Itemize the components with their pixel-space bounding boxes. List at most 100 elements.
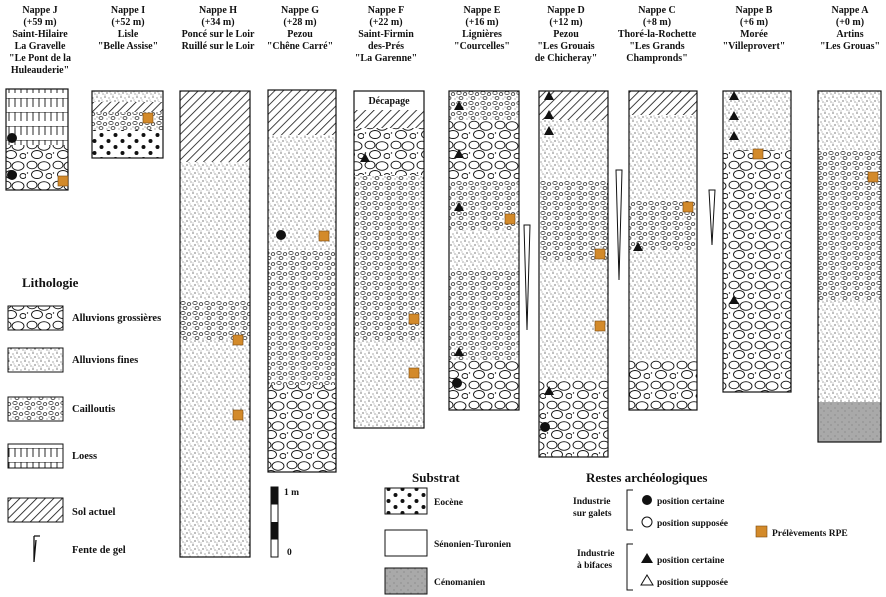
layer-h-1: [180, 162, 250, 557]
pebble-certain-marker: [276, 230, 286, 240]
biface-certain-marker: [633, 242, 643, 251]
rpe-sample-marker: [318, 230, 330, 242]
pebble-certain-marker: [7, 133, 17, 143]
frost-wedge-marker: [708, 189, 716, 246]
column-header-d-line-2: Pezou: [553, 29, 579, 40]
pebble-certain-marker: [540, 422, 550, 432]
column-header-b-line-0: Nappe B: [736, 5, 773, 16]
column-header-j-line-2: Saint-Hilaire: [12, 29, 68, 40]
column-header-e-line-3: "Courcelles": [454, 41, 510, 52]
layer-i-3: [92, 130, 163, 158]
legend-swatch-soil: [7, 497, 64, 523]
column-j: [5, 88, 69, 191]
group2-bracket: [626, 543, 633, 591]
frost-wedge-marker: [615, 169, 623, 281]
biface-industry-label-2: à bifaces: [577, 561, 612, 571]
rpe-sample-marker: [232, 409, 244, 421]
column-header-i-line-3: "Belle Assise": [98, 41, 158, 52]
column-header-a-line-1: (+0 m): [836, 17, 864, 28]
column-header-i-line-2: Lisle: [118, 29, 139, 40]
layer-g-3: [268, 385, 336, 472]
layer-f-4: [354, 340, 424, 428]
legend-swatch-fine: [7, 347, 64, 373]
column-header-d-line-4: de Chicheray": [535, 53, 598, 64]
layer-i-1: [92, 102, 163, 112]
column-outline-j: [5, 88, 69, 191]
column-e: [448, 90, 520, 411]
layer-b-1: [723, 150, 791, 392]
column-header-j-line-0: Nappe J: [22, 5, 57, 16]
rpe-sample-marker: [594, 248, 606, 260]
legend-label-coarse: Alluvions grossières: [72, 313, 161, 324]
biface-certain-marker: [729, 295, 739, 304]
column-outline-i: [91, 90, 164, 159]
column-header-g-line-3: "Chêne Carré": [267, 41, 333, 52]
column-header-h-line-3: Ruillé sur le Loir: [182, 41, 255, 52]
legend-label-loess: Loess: [72, 451, 97, 462]
column-header-b-line-3: "Villeprovert": [723, 41, 786, 52]
layer-f-3: [354, 175, 424, 340]
column-header-j-line-4: "Le Pont de la: [9, 53, 71, 64]
column-header-h-line-0: Nappe H: [199, 5, 237, 16]
column-header-c-line-4: Champronds": [626, 53, 688, 64]
column-header-j-line-5: Huleauderie": [11, 65, 69, 76]
column-header-f-line-4: "La Garenne": [355, 53, 417, 64]
rpe-sample-marker: [142, 112, 154, 124]
column-b: [722, 90, 792, 393]
column-header-j-line-3: La Gravelle: [15, 41, 66, 52]
column-header-c-line-1: (+8 m): [643, 17, 671, 28]
rpe-sample-marker: [682, 201, 694, 213]
legend-label-cenomanien: Cénomanien: [434, 578, 486, 588]
rpe-sample-marker: [57, 175, 69, 187]
column-a: [817, 90, 882, 443]
pebble-supposed-label: position supposée: [657, 519, 728, 529]
frost-wedge-marker: [523, 224, 531, 331]
column-header-d-line-3: "Les Grouais: [537, 41, 594, 52]
biface-industry-label-1: Industrie: [577, 549, 614, 559]
column-outline-f: [353, 90, 425, 429]
layer-e-2: [449, 230, 519, 270]
stratigraphic-columns: Décapage: [5, 88, 882, 558]
column-header-a-line-2: Artins: [836, 29, 863, 40]
column-header-c-line-2: Thoré-la-Rochette: [618, 29, 697, 40]
column-header-h-line-1: (+34 m): [201, 17, 234, 28]
biface-certain-marker: [454, 149, 464, 158]
biface-certain-icon: [641, 553, 653, 563]
column-h: [179, 90, 251, 558]
layer-a-2: [818, 402, 881, 442]
column-header-h-line-2: Poncé sur le Loir: [182, 29, 255, 40]
decapage-label: Décapage: [368, 96, 410, 107]
layer-e-1: [449, 120, 519, 180]
layer-j-1: [6, 89, 68, 130]
pebble-supposed-icon: [641, 516, 653, 528]
column-header-a-line-3: "Les Grouas": [820, 41, 880, 52]
legend-label-fine: Alluvions fines: [72, 355, 138, 366]
rpe-sample-marker: [408, 367, 420, 379]
layer-j-3: [6, 145, 68, 190]
column-header-f-line-3: des-Prés: [368, 41, 404, 52]
column-header-e-line-1: (+16 m): [465, 17, 498, 28]
biface-certain-marker: [544, 386, 554, 395]
rpe-label: Prélèvements RPE: [772, 529, 848, 539]
pebble-certain-marker: [452, 378, 462, 388]
group1-bracket: [626, 489, 633, 531]
legend-swatch-gravel: [7, 396, 64, 422]
biface-certain-label: position certaine: [657, 556, 724, 566]
column-header-b-line-2: Morée: [740, 29, 768, 40]
layer-j-2: [6, 130, 68, 145]
biface-certain-marker: [544, 110, 554, 119]
column-header-d-line-1: (+12 m): [549, 17, 582, 28]
rpe-sample-marker: [752, 148, 764, 160]
column-outline-e: [448, 90, 520, 411]
biface-certain-marker: [729, 131, 739, 140]
rpe-legend: Prélèvements RPE: [755, 525, 848, 539]
rpe-sample-marker: [594, 320, 606, 332]
legend-swatch-senonien: [384, 529, 428, 557]
column-header-g-line-0: Nappe G: [281, 5, 319, 16]
column-d: [538, 90, 609, 458]
frost-wedge-icon: [33, 535, 40, 563]
layer-b-0: [723, 91, 791, 150]
column-c: [628, 90, 698, 411]
